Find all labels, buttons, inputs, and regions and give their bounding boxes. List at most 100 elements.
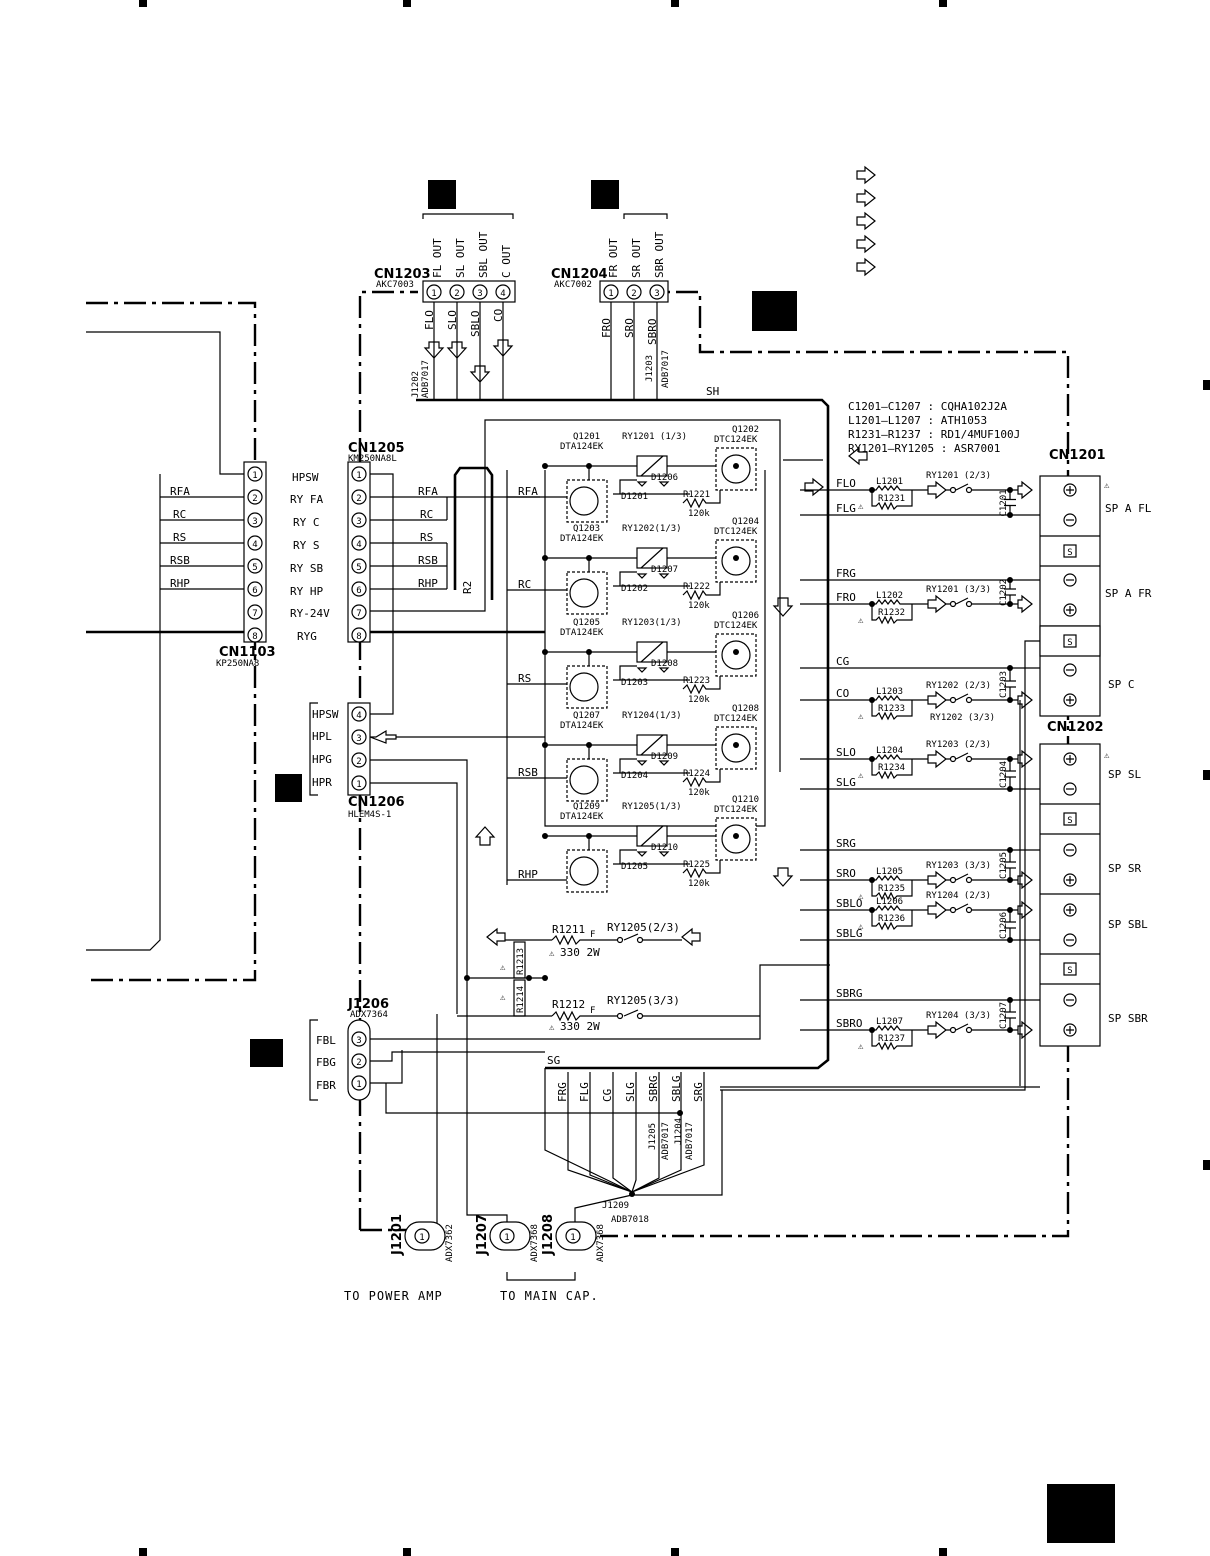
net-label: RC	[518, 578, 531, 591]
junction-dot	[1007, 487, 1013, 493]
net-label-sh: SH	[706, 385, 719, 398]
pin-number: 2	[356, 757, 361, 767]
pin-number: 1	[608, 289, 613, 299]
pin-circle	[472, 284, 488, 300]
shield-terminal	[1063, 634, 1077, 648]
resistor-ref: R1222	[683, 582, 710, 592]
jumper-ref: J1203	[645, 355, 655, 382]
pin-circle	[351, 581, 367, 597]
transistor-ref: Q1210	[732, 795, 759, 805]
registration-marks	[139, 0, 1210, 1556]
contact-point	[965, 876, 973, 884]
jumper-part: ADB7017	[421, 360, 431, 398]
resistor-icon	[682, 860, 721, 879]
resistor-value: 120k	[688, 695, 710, 705]
relay-ref: RY1203(1/3)	[622, 618, 682, 628]
pin-number: 2	[356, 494, 361, 504]
signal-arrow	[927, 594, 947, 614]
net-label: SRO	[623, 318, 636, 338]
pin-number: 5	[252, 563, 257, 573]
net-label: RFA	[518, 485, 538, 498]
pin-number: 1	[504, 1233, 509, 1243]
net-label: RSB	[170, 554, 190, 567]
capacitor-ref: C1201	[999, 489, 1009, 516]
pin-circle	[247, 558, 263, 574]
junction-dot	[542, 463, 548, 469]
shield-icon: S	[1067, 638, 1072, 648]
connector-ref: CN1202	[1047, 720, 1104, 735]
capacitor-icon	[1004, 580, 1016, 604]
net-label: SBLO	[469, 311, 482, 338]
connector-ref: CN1203	[374, 267, 431, 282]
transistor-in	[566, 571, 608, 615]
junction-dot	[869, 1027, 875, 1033]
pin-label: FBR	[316, 1079, 336, 1092]
contact-point	[965, 906, 973, 914]
diode-icon	[636, 481, 670, 487]
resistor-ref: R1237	[878, 1034, 905, 1044]
output-arrow	[1017, 690, 1033, 710]
transistor-out-body	[721, 454, 751, 484]
inductor-icon	[870, 1025, 928, 1031]
pin-circle	[351, 627, 367, 643]
terminal-group: SP SL	[1108, 768, 1141, 781]
pin-number: 6	[252, 586, 257, 596]
pin-number: 3	[356, 734, 361, 744]
terminal-group: SP SBL	[1108, 918, 1148, 931]
resistor-icon	[871, 910, 913, 931]
capacitor-ref: C1202	[999, 579, 1009, 606]
output-arrow	[1017, 594, 1033, 614]
junction-dot	[733, 649, 739, 655]
relay-wire	[545, 744, 716, 759]
caution-icon: ⚠	[858, 1042, 864, 1052]
net-label: FLO	[836, 477, 856, 490]
resistor-value: 120k	[688, 601, 710, 611]
connector-part: KM250NA8L	[348, 454, 397, 464]
pin-label: RY S	[293, 539, 320, 552]
net-label: RC	[420, 508, 433, 521]
plus-icon	[1066, 606, 1074, 614]
pin-number: 1	[419, 1233, 424, 1243]
masked-label-blocks	[250, 180, 1115, 1543]
pin-circle	[499, 1228, 515, 1244]
caution-icon: ⚠	[858, 892, 864, 902]
connector-part: HLEM4S-1	[348, 810, 391, 820]
relay-contact-ref: RY1201 (2/3)	[926, 471, 991, 481]
net-label: SRG	[836, 837, 856, 850]
net-label: CG	[601, 1089, 614, 1102]
parts-notes: C1201–C1207 : CQHA102J2A L1201–L1207 : A…	[848, 400, 1020, 455]
net-label: RS	[173, 531, 186, 544]
transistor-out-body	[721, 640, 751, 670]
pin-circle	[351, 489, 367, 505]
connector-part: ADX7368	[596, 1224, 606, 1262]
junction-dot	[1007, 877, 1013, 883]
pin-label: RY C	[293, 516, 320, 529]
pin-number: 6	[356, 586, 361, 596]
pin-label: HPR	[312, 776, 332, 789]
note-line: RY1201–RY1205 : ASR7001	[848, 442, 1000, 455]
pin-number: 1	[356, 780, 361, 790]
resistor-icon	[682, 676, 721, 695]
junction-dot	[586, 649, 592, 655]
transistor-in-body	[569, 578, 599, 608]
resistor-value: 330 2W	[560, 1020, 600, 1033]
caution-icon: ⚠	[500, 993, 506, 1003]
junction-dot	[1007, 756, 1013, 762]
signal-arrow	[927, 900, 947, 920]
relay-contact-ref: RY1203 (2/3)	[926, 740, 991, 750]
cn1205-wires: RFA RC RS RSB RHP R2	[370, 419, 781, 772]
inductor-icon	[870, 905, 928, 911]
note-line: C1201–C1207 : CQHA102J2A	[848, 400, 1007, 413]
pin-number: 1	[431, 289, 436, 299]
pin-label: RY FA	[290, 493, 323, 506]
pin-label: RY SB	[290, 562, 323, 575]
pin-number: 8	[252, 632, 257, 642]
pin-circle	[351, 1075, 367, 1091]
net-label: CO	[836, 687, 849, 700]
